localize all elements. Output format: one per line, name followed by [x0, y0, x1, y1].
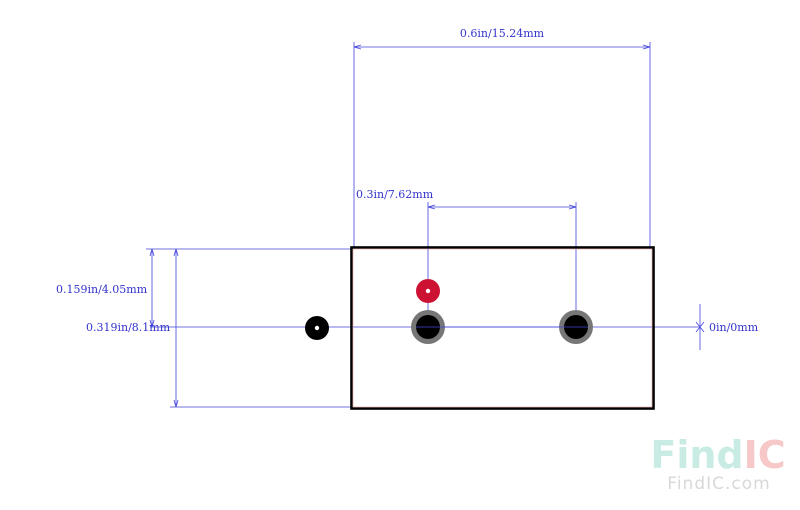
width-arrow-left: [353, 44, 362, 50]
total-height-label: 0.319in/8.1mm: [86, 321, 171, 334]
pin1-marker-center: [425, 288, 431, 294]
pin1-marker: [416, 279, 440, 303]
watermark-logo: FindIC: [650, 433, 785, 477]
width-label: 0.6in/15.24mm: [460, 27, 545, 40]
offset-arrows: [695, 321, 705, 333]
origin-marker: [305, 316, 329, 340]
watermark-url: FindIC.com: [667, 474, 770, 494]
upper-height-arrow-bottom: [149, 319, 155, 328]
component-body-outline: [350, 246, 655, 410]
origin-marker-center: [314, 325, 320, 331]
height-dimensions: 0.159in/4.05mm 0.319in/8.1mm: [56, 248, 352, 408]
offset-dimension: 0in/0mm: [695, 304, 759, 350]
courtyard-outline: [352, 248, 653, 408]
pitch-label: 0.3in/7.62mm: [356, 188, 434, 201]
pitch-arrow-right: [568, 204, 577, 210]
pitch-arrow-left: [427, 204, 436, 210]
width-dimension: 0.6in/15.24mm: [353, 27, 651, 247]
upper-height-arrow-top: [149, 248, 155, 257]
pitch-dimension: 0.3in/7.62mm: [356, 188, 577, 327]
watermark: FindIC FindIC.com: [650, 433, 785, 494]
total-height-arrow-bottom: [173, 399, 179, 408]
total-height-arrow-top: [173, 248, 179, 257]
upper-height-label: 0.159in/4.05mm: [56, 283, 148, 296]
width-arrow-right: [642, 44, 651, 50]
offset-label: 0in/0mm: [709, 321, 759, 334]
